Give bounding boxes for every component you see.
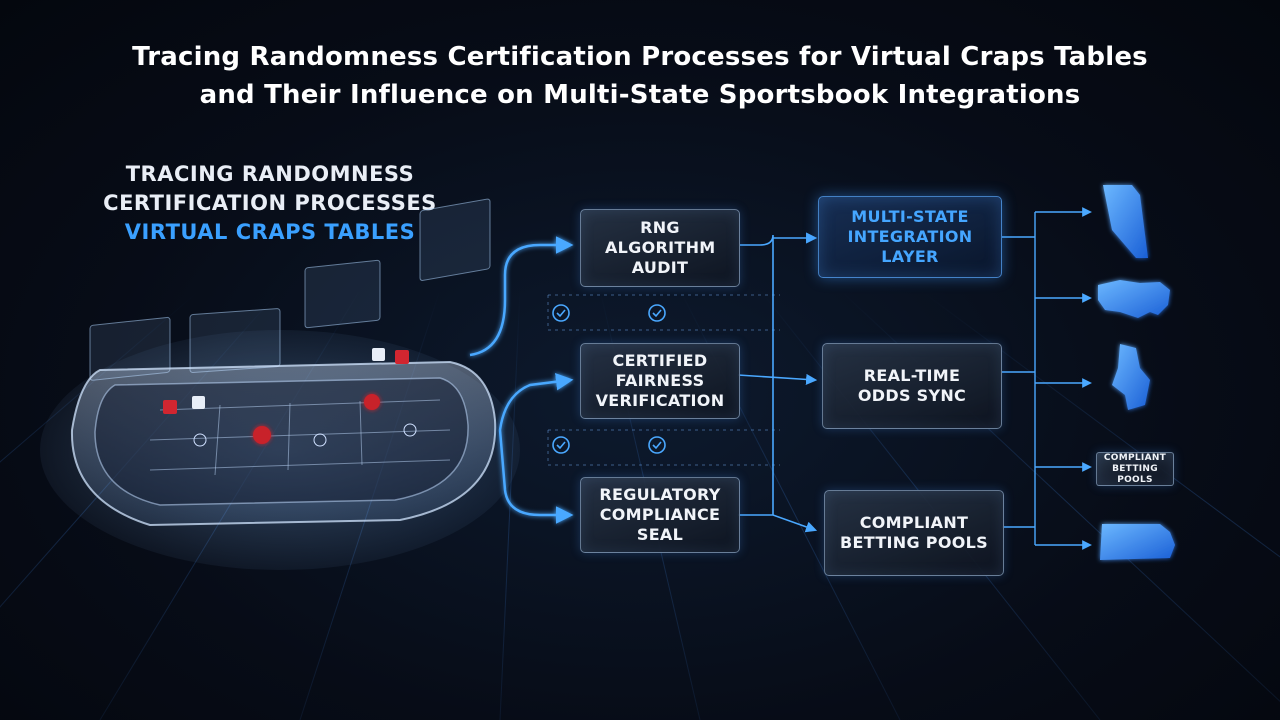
floating-screens (89, 198, 491, 381)
connector-lines (469, 236, 574, 524)
title-line-1: Tracing Randomness Certification Process… (132, 42, 1148, 72)
dice-icon (163, 348, 409, 414)
multi-state-integration-box: MULTI-STATE INTEGRATION LAYER (818, 196, 1002, 278)
section-heading: TRACING RANDOMNESS CERTIFICATION PROCESS… (60, 160, 480, 247)
new-jersey-map-icon (1112, 344, 1150, 410)
regulatory-compliance-label: REGULATORY COMPLIANCE SEAL (599, 485, 721, 544)
real-time-odds-box: REAL-TIME ODDS SYNC (822, 343, 1002, 429)
compliant-betting-pools-badge-label: COMPLIANT BETTING POOLS (1103, 452, 1167, 485)
compliant-betting-pools-label: COMPLIANT BETTING POOLS (840, 513, 988, 552)
compliant-betting-pools-box: COMPLIANT BETTING POOLS (824, 490, 1004, 576)
section-heading-line-2: CERTIFICATION PROCESSES (103, 191, 437, 215)
section-heading-line-1: TRACING RANDOMNESS (125, 162, 415, 186)
certified-fairness-box: CERTIFIED FAIRNESS VERIFICATION (580, 343, 740, 419)
check-icon (552, 304, 666, 454)
verification-checks (547, 294, 780, 466)
pennsylvania-map-icon (1100, 524, 1175, 560)
section-heading-line-3: VIRTUAL CRAPS TABLES (124, 220, 416, 244)
real-time-odds-label: REAL-TIME ODDS SYNC (857, 366, 967, 405)
page-title: Tracing Randomness Certification Process… (0, 38, 1280, 114)
rng-algorithm-audit-label: RNG ALGORITHM AUDIT (605, 218, 716, 277)
usa-map-icon (1098, 280, 1170, 318)
nevada-map-icon (1103, 185, 1148, 258)
multi-state-integration-label: MULTI-STATE INTEGRATION LAYER (847, 207, 973, 266)
craps-table-icon (40, 198, 520, 570)
rng-algorithm-audit-box: RNG ALGORITHM AUDIT (580, 209, 740, 287)
compliant-betting-pools-badge: COMPLIANT BETTING POOLS (1096, 452, 1174, 486)
state-map-icons (1098, 185, 1175, 560)
certified-fairness-label: CERTIFIED FAIRNESS VERIFICATION (595, 351, 725, 410)
title-line-2: and Their Influence on Multi-State Sport… (199, 80, 1081, 110)
table-chips (193, 394, 417, 447)
regulatory-compliance-box: REGULATORY COMPLIANCE SEAL (580, 477, 740, 553)
